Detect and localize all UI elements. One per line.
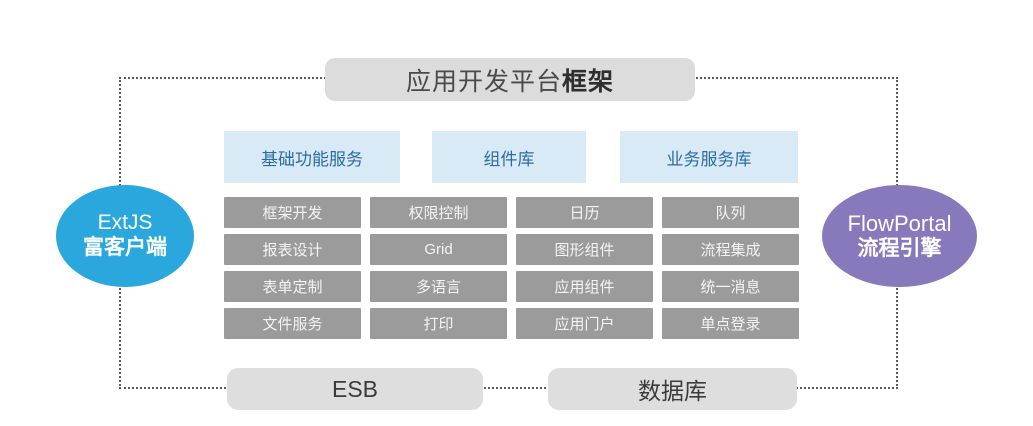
service-cell[interactable]: 应用组件: [516, 271, 653, 302]
node-extjs-rich-client[interactable]: ExtJS 富客户端: [56, 185, 194, 287]
category-business-service-library[interactable]: 业务服务库: [620, 131, 798, 183]
service-cell[interactable]: 统一消息: [662, 271, 799, 302]
bottom-pill-esb[interactable]: ESB: [227, 368, 483, 410]
category-label: 组件库: [483, 149, 535, 169]
node-label-secondary: 富客户端: [83, 236, 167, 259]
service-cell[interactable]: 表单定制: [224, 271, 361, 302]
node-label-secondary: 流程引擎: [857, 236, 942, 260]
service-cell[interactable]: 队列: [662, 197, 799, 228]
service-cell[interactable]: 文件服务: [224, 308, 361, 339]
category-component-library[interactable]: 组件库: [432, 131, 586, 183]
node-label-primary: FlowPortal: [847, 210, 952, 236]
platform-title-pill: 应用开发平台框架: [325, 58, 695, 101]
service-cell[interactable]: 多语言: [370, 271, 507, 302]
service-cell[interactable]: 框架开发: [224, 197, 361, 228]
service-cell[interactable]: 权限控制: [370, 197, 507, 228]
service-cell[interactable]: 应用门户: [516, 308, 653, 339]
category-label: 基础功能服务: [261, 149, 363, 169]
bottom-pill-database[interactable]: 数据库: [548, 368, 797, 410]
bottom-pill-label: 数据库: [638, 378, 707, 404]
service-cell[interactable]: 日历: [516, 197, 653, 228]
service-cell[interactable]: 单点登录: [662, 308, 799, 339]
service-cell[interactable]: Grid: [370, 234, 507, 265]
service-cell[interactable]: 打印: [370, 308, 507, 339]
category-label: 业务服务库: [666, 149, 752, 169]
platform-title-bold: 框架: [562, 67, 615, 96]
service-cell[interactable]: 图形组件: [516, 234, 653, 265]
category-header-row: 基础功能服务 组件库 业务服务库: [224, 131, 798, 183]
service-cell[interactable]: 流程集成: [662, 234, 799, 265]
service-cell-grid: 框架开发 权限控制 日历 队列 报表设计 Grid 图形组件 流程集成 表单定制…: [224, 197, 799, 339]
category-basic-services[interactable]: 基础功能服务: [224, 131, 400, 183]
platform-title-light: 应用开发平台: [405, 67, 562, 96]
node-label-primary: ExtJS: [97, 211, 153, 235]
node-flowportal-engine[interactable]: FlowPortal 流程引擎: [822, 185, 977, 287]
service-cell[interactable]: 报表设计: [224, 234, 361, 265]
bottom-pill-label: ESB: [331, 375, 379, 402]
